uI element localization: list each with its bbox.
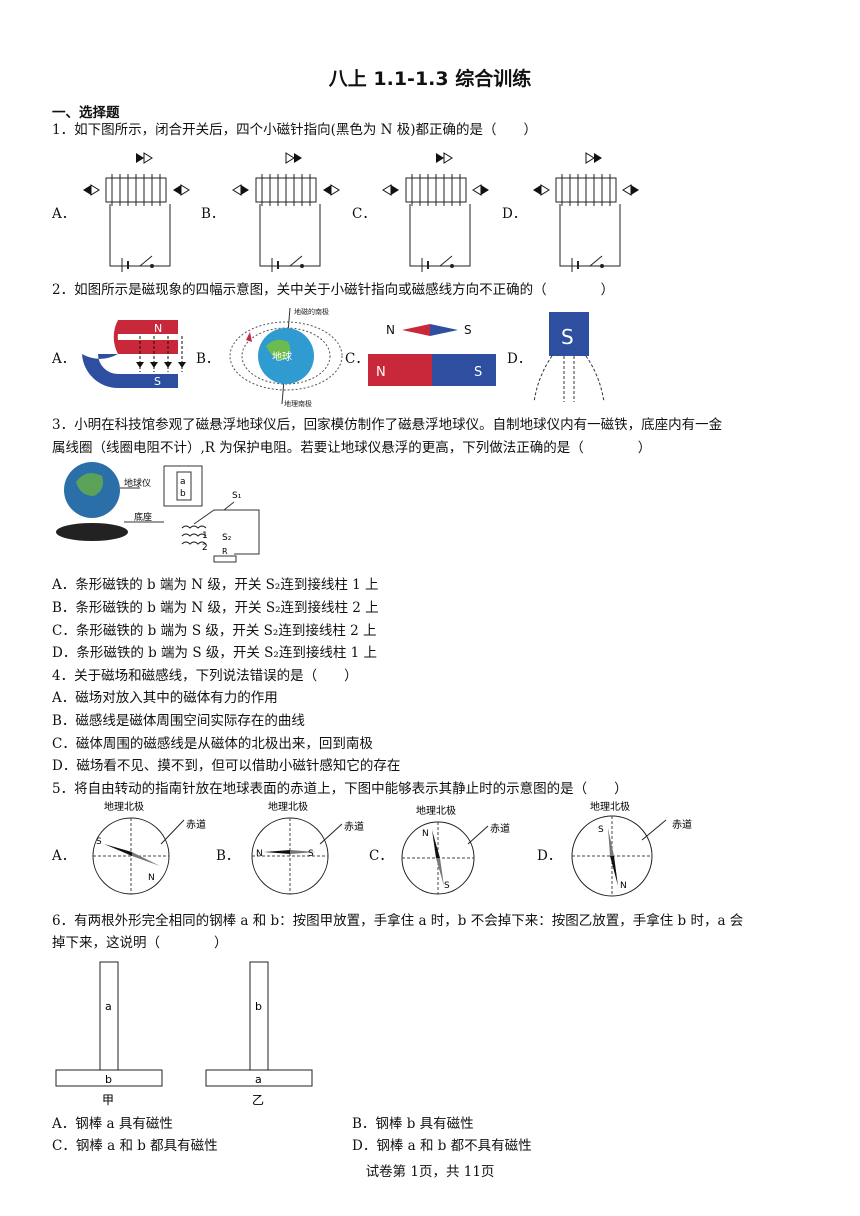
q5-label-c: C． [369, 848, 393, 864]
q6-option-b: B．钢棒 b 具有磁性 [352, 1116, 474, 1132]
q5d-n: N [620, 881, 627, 891]
q5a-s: S [96, 837, 102, 847]
q5b-north: 地理北极 [268, 800, 308, 813]
q3-option-c: C．条形磁铁的 b 端为 S 级，开关 S₂连到接线柱 2 上 [52, 623, 377, 639]
q5c-s: S [444, 881, 450, 891]
q6-stem-line2: 掉下来，这说明（ ） [52, 935, 228, 951]
q3-option-a: A．条形磁铁的 b 端为 N 级，开关 S₂连到接线柱 1 上 [52, 577, 379, 593]
q1-figure-c [382, 152, 489, 272]
q5-figure-c: 地理北极 赤道 N S [401, 804, 510, 895]
q6-jia-bottom: b [105, 1073, 112, 1086]
q2-label-a: A． [52, 351, 76, 367]
q2-figure-c: N S N S [368, 323, 496, 386]
q2c-bar-s: S [474, 365, 482, 380]
q2b-top: 地磁的南极 [294, 307, 329, 316]
q2-figure-b: 地球 地磁的南极 地理南极 [229, 307, 343, 408]
q1-stem: 1．如下图所示，闭合开关后，四个小磁针指向(黑色为 N 极)都正确的是（ ） [52, 122, 538, 138]
q6-yi-caption: 乙 [252, 1093, 264, 1107]
q6-yi-top: b [255, 1000, 262, 1013]
q4-option-b: B．磁感线是磁体周围空间实际存在的曲线 [52, 713, 305, 729]
q5-label-d: D． [537, 848, 562, 864]
q2-label-d: D． [507, 351, 532, 367]
q1-label-a: A． [52, 206, 76, 222]
q5a-n: N [148, 873, 155, 883]
q3-stem-line1: 3．小明在科技馆参观了磁悬浮地球仪后，回家模仿制作了磁悬浮地球仪。自制地球仪内有… [52, 417, 723, 433]
q5c-north: 地理北极 [416, 804, 456, 817]
q2c-bar-n: N [376, 365, 386, 380]
q2a-n: N [154, 322, 162, 335]
q3-r: R [222, 547, 228, 556]
q6-figure-jia: a b 甲 [55, 961, 163, 1107]
q2b-bottom: 地理南极 [284, 399, 312, 408]
q1-figure-b [232, 152, 340, 272]
q1-label-b: B． [201, 206, 225, 222]
q2-figure-a: N S [82, 320, 186, 389]
q5-figure-d: 地理北极 赤道 S N [571, 800, 692, 897]
q3-stem-line2: 属线圈（线圈电阻不计）,R 为保护电阻。若要让地球仪悬浮的更高，下列做法正确的是… [52, 440, 652, 456]
q3-base: 底座 [134, 511, 152, 523]
q2c-needle-s: S [464, 323, 472, 337]
q2-stem: 2．如图所示是磁现象的四幅示意图，关中关于小磁针指向或磁感线方向不正确的（ ） [52, 282, 615, 298]
q3-b: b [180, 489, 186, 499]
q3-a: a [180, 477, 186, 487]
page-footer: 试卷第 1页，共 11页 [365, 1164, 495, 1180]
q3-s2: S₂ [222, 533, 232, 543]
q3-option-b: B．条形磁铁的 b 端为 N 级，开关 S₂连到接线柱 2 上 [52, 600, 379, 616]
q2-figure-d: S [533, 312, 605, 403]
q3-s1: S₁ [232, 491, 242, 501]
q3-figure: 地球仪 a b 底座 S₁ 1 2 S₂ R [56, 462, 260, 563]
q6-option-c: C．钢棒 a 和 b 都具有磁性 [52, 1138, 218, 1154]
q1-label-c: C． [352, 206, 376, 222]
q3-option-d: D．条形磁铁的 b 端为 S 级，开关 S₂连到接线柱 1 上 [52, 645, 378, 661]
q5c-n: N [422, 829, 429, 839]
q1-figure-d [533, 152, 639, 272]
q2c-needle-n: N [386, 323, 395, 337]
q2a-s: S [154, 375, 161, 388]
q5a-equator: 赤道 [186, 818, 206, 831]
q5d-equator: 赤道 [672, 818, 692, 831]
q5b-n: N [256, 849, 263, 859]
q2b-earth: 地球 [272, 350, 292, 363]
q5c-equator: 赤道 [490, 822, 510, 835]
section-heading: 一、选择题 [52, 105, 120, 121]
q6-option-a: A．钢棒 a 具有磁性 [52, 1116, 173, 1132]
q5d-north: 地理北极 [590, 800, 630, 813]
q4-option-d: D．磁场看不见、摸不到，但可以借助小磁针感知它的存在 [52, 758, 401, 774]
q6-yi-bottom: a [255, 1073, 262, 1086]
q6-figure-yi: b a 乙 [205, 961, 313, 1107]
q1-figure-a [83, 152, 190, 272]
q5d-s: S [598, 825, 604, 835]
q6-jia-caption: 甲 [102, 1093, 114, 1107]
q2d-s: S [561, 325, 574, 349]
q4-stem: 4．关于磁场和磁感线，下列说法错误的是（ ） [52, 668, 358, 684]
q5a-north: 地理北极 [104, 800, 144, 813]
q5-figure-b: 地理北极 赤道 N S [251, 800, 364, 895]
q5-label-a: A． [52, 848, 76, 864]
q5-label-b: B． [216, 848, 240, 864]
q4-option-c: C．磁体周围的磁感线是从磁体的北极出来，回到南极 [52, 736, 373, 752]
q4-option-a: A．磁场对放入其中的磁体有力的作用 [52, 690, 278, 706]
q2-label-b: B． [196, 351, 220, 367]
q3-two: 2 [202, 543, 208, 553]
page-title: 八上 1.1-1.3 综合训练 [328, 68, 532, 90]
q2-label-c: C． [345, 351, 369, 367]
q5b-s: S [308, 849, 314, 859]
q6-jia-top: a [105, 1000, 112, 1013]
q6-stem-line1: 6．有两根外形完全相同的钢棒 a 和 b：按图甲放置，手拿住 a 时，b 不会掉… [52, 913, 744, 929]
q6-option-d: D．钢棒 a 和 b 都不具有磁性 [352, 1138, 532, 1154]
q3-globe: 地球仪 [124, 477, 151, 489]
q5-figure-a: 地理北极 赤道 S N [92, 800, 206, 895]
q1-label-d: D． [502, 206, 527, 222]
q5-stem: 5．将自由转动的指南针放在地球表面的赤道上，下图中能够表示其静止时的示意图的是（… [52, 781, 628, 797]
q5b-equator: 赤道 [344, 820, 364, 833]
q3-one: 1 [202, 531, 208, 541]
